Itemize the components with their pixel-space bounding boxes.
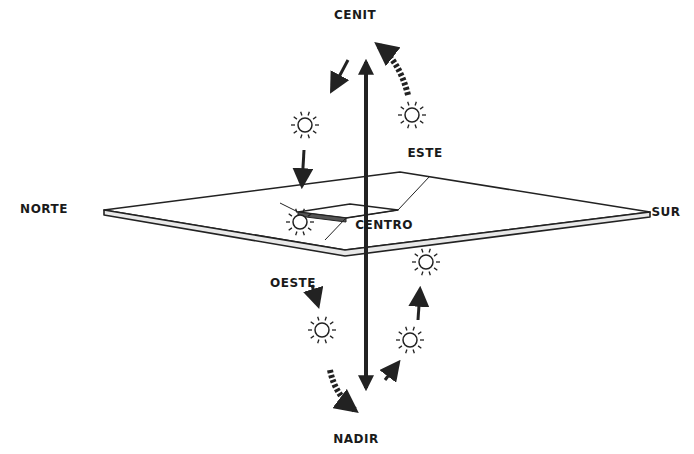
- direction-label: SUR: [651, 206, 680, 219]
- sun-symbol: [286, 209, 314, 236]
- sun-symbol: [291, 112, 319, 139]
- sun-path-arrows: [302, 45, 420, 410]
- direction-label: CENIT: [334, 9, 376, 22]
- sun-symbol: [398, 102, 426, 129]
- direction-label: NORTE: [20, 203, 68, 216]
- direction-label: NADIR: [333, 433, 379, 446]
- direction-label: CENTRO: [355, 219, 413, 232]
- horizon-plane: [104, 172, 650, 256]
- direction-label: OESTE: [270, 277, 316, 290]
- sun-symbol: [396, 327, 424, 354]
- sun-symbol: [308, 317, 336, 344]
- direction-label: ESTE: [407, 147, 442, 160]
- sun-symbol: [412, 249, 440, 276]
- sun-symbols: [286, 102, 440, 354]
